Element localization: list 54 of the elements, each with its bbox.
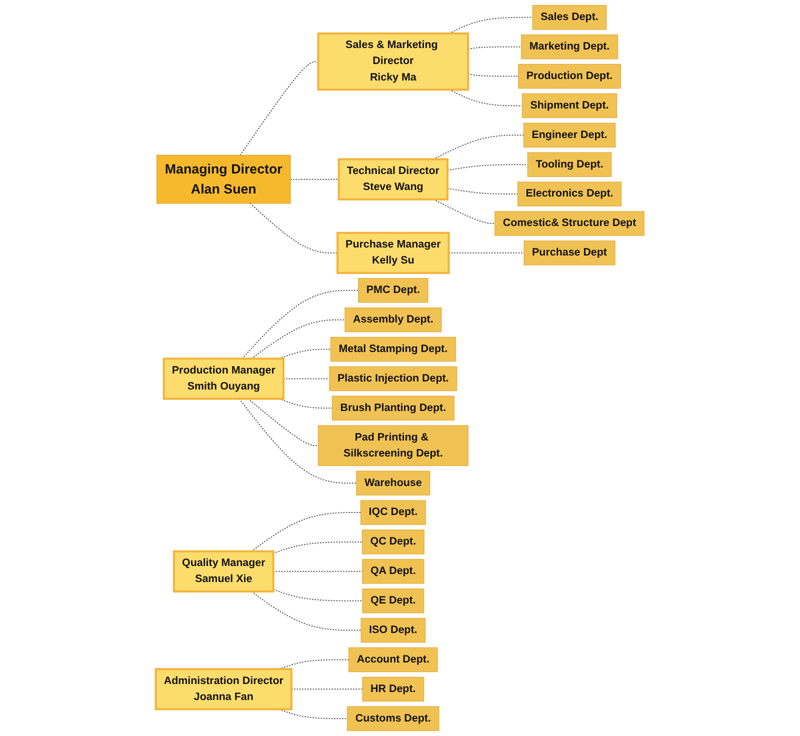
node-box: Managing Director Alan Suen (156, 154, 291, 204)
connector (291, 688, 363, 690)
connector (248, 398, 318, 446)
node-box: QA Dept. (362, 559, 424, 584)
node-box: Engineer Dept. (523, 122, 616, 148)
node-box: Assembly Dept. (344, 307, 442, 332)
connector (433, 198, 495, 224)
connector (273, 570, 362, 572)
connector (251, 319, 345, 360)
node-box: Customs Dept. (347, 706, 440, 731)
connector (238, 398, 356, 484)
node-box: IQC Dept. (360, 500, 426, 525)
connector (250, 203, 338, 254)
connector (251, 591, 362, 631)
node-box: Sales Dept. (532, 5, 607, 30)
node-box: Technical Director Steve Wang (338, 158, 448, 200)
node-box: Production Dept. (518, 64, 621, 89)
node-box: QE Dept. (362, 588, 424, 614)
connector (433, 134, 524, 160)
connector (273, 541, 362, 554)
node-box: Plastic Injection Dept. (329, 366, 458, 392)
node-box: Sales & Marketing Director Ricky Ma (317, 32, 470, 91)
connector (251, 512, 361, 552)
node-box: Metal Stamping Dept. (330, 336, 456, 362)
connector (468, 46, 522, 50)
connector (468, 74, 518, 77)
connector (448, 252, 524, 254)
node-box: ISO Dept. (360, 618, 426, 643)
node-box: Brush Planting Dept. (332, 396, 454, 421)
connector (290, 178, 339, 180)
node-box: Purchase Dept (524, 240, 616, 266)
node-box: Tooling Dept. (527, 152, 612, 177)
connector (273, 588, 363, 602)
connector (449, 89, 522, 106)
connector (283, 378, 330, 380)
connector (242, 290, 358, 359)
connector (449, 16, 533, 34)
node-box: Administration Director Joanna Fan (154, 668, 292, 710)
node-box: Account Dept. (348, 647, 438, 672)
connector (240, 61, 318, 156)
node-box: Comestic& Structure Dept (494, 211, 644, 236)
node-box: QC Dept. (362, 530, 424, 554)
node-box: Electronics Dept. (517, 182, 622, 206)
connector (447, 188, 518, 195)
node-box: Pad Printing & Silkscreening Dept. (318, 425, 468, 466)
node-box: Marketing Dept. (521, 34, 618, 60)
node-box: Production Manager Smith Ouyang (162, 358, 284, 400)
node-box: Purchase Manager Kelly Su (336, 232, 450, 274)
node-box: HR Dept. (362, 676, 424, 702)
node-box: PMC Dept. (358, 278, 428, 303)
node-box: Shipment Dept. (522, 93, 618, 118)
connector (447, 164, 528, 171)
node-box: Warehouse (356, 470, 430, 496)
node-box: Quality Manager Samuel Xie (172, 550, 274, 592)
